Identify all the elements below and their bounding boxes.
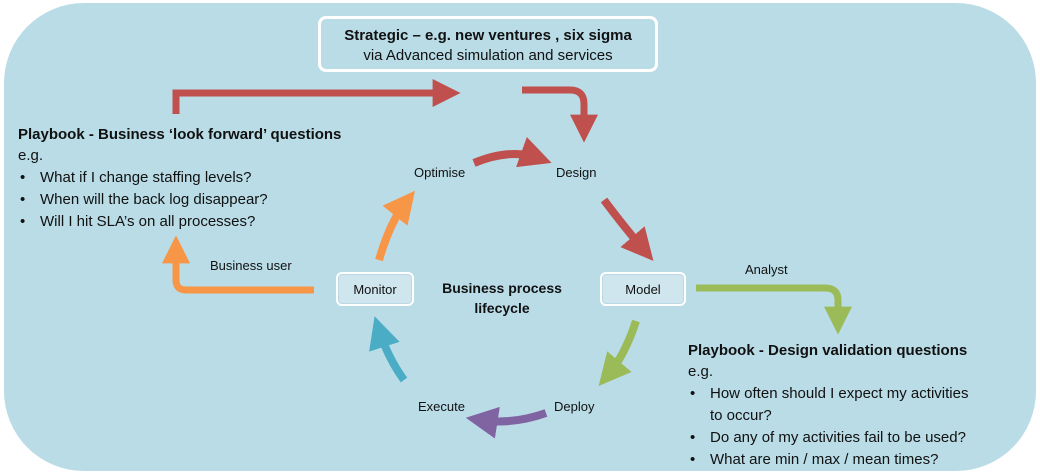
bullet: • <box>20 191 26 208</box>
design-playbook-list: •How often should I expect my activities… <box>688 383 1028 471</box>
list-item-continuation: to occur? <box>710 407 772 424</box>
arrow-strategic-to-design <box>522 86 598 143</box>
center-label-line1: Business process <box>442 280 562 296</box>
node-monitor: Monitor <box>336 272 414 306</box>
strategic-box: Strategic – e.g. new ventures , six sigm… <box>318 16 658 72</box>
arrow-optimise-to-design <box>472 137 552 168</box>
design-playbook-panel: Playbook - Design validation questions e… <box>688 340 1028 471</box>
strategic-title: Strategic – e.g. new ventures , six sigm… <box>344 27 632 44</box>
arrow-model-to-deploy <box>598 319 640 386</box>
node-model: Model <box>600 272 686 306</box>
list-item: •What if I change staffing levels? <box>18 167 398 189</box>
node-deploy: Deploy <box>554 399 595 414</box>
design-playbook-title: Playbook - Design validation questions <box>688 342 968 359</box>
business-playbook-subtitle: e.g. <box>18 147 44 164</box>
arrow-deploy-to-execute <box>465 406 548 439</box>
arrow-monitor-to-business-playbook <box>162 235 314 294</box>
bullet: • <box>690 429 696 446</box>
strategic-subtitle: via Advanced simulation and services <box>363 47 613 64</box>
design-playbook-subtitle: e.g. <box>688 363 714 380</box>
bullet: • <box>690 451 696 468</box>
arrow-execute-to-monitor <box>369 316 408 383</box>
list-item: •When will the back log disappear? <box>18 189 398 211</box>
bullet: • <box>690 385 696 402</box>
center-label-line2: lifecycle <box>474 300 530 316</box>
list-item: •What are min / max / mean times? <box>688 449 1028 471</box>
arrow-business-to-strategic <box>172 79 461 114</box>
node-design: Design <box>556 165 597 180</box>
business-playbook-list: •What if I change staffing levels? •When… <box>18 167 398 233</box>
list-item: •Do any of my activities fail to be used… <box>688 427 1028 449</box>
business-playbook-title: Playbook - Business ‘look forward’ quest… <box>18 126 342 143</box>
list-item: •Will I hit SLA’s on all processes? <box>18 211 398 233</box>
label-analyst: Analyst <box>745 262 788 277</box>
background-panel <box>4 3 1036 471</box>
node-execute: Execute <box>418 399 465 414</box>
bullet: • <box>20 169 26 186</box>
node-optimise: Optimise <box>414 165 466 180</box>
arrow-model-to-design-playbook <box>696 284 852 335</box>
list-item: •How often should I expect my activities <box>688 383 1028 405</box>
bullet: • <box>20 213 26 230</box>
arrow-design-to-model <box>600 197 654 261</box>
arrow-monitor-to-optimise <box>375 190 415 262</box>
business-playbook-panel: Playbook - Business ‘look forward’ quest… <box>18 124 398 233</box>
lifecycle-center-label: Business process lifecycle <box>430 278 574 318</box>
label-business-user: Business user <box>210 258 292 273</box>
